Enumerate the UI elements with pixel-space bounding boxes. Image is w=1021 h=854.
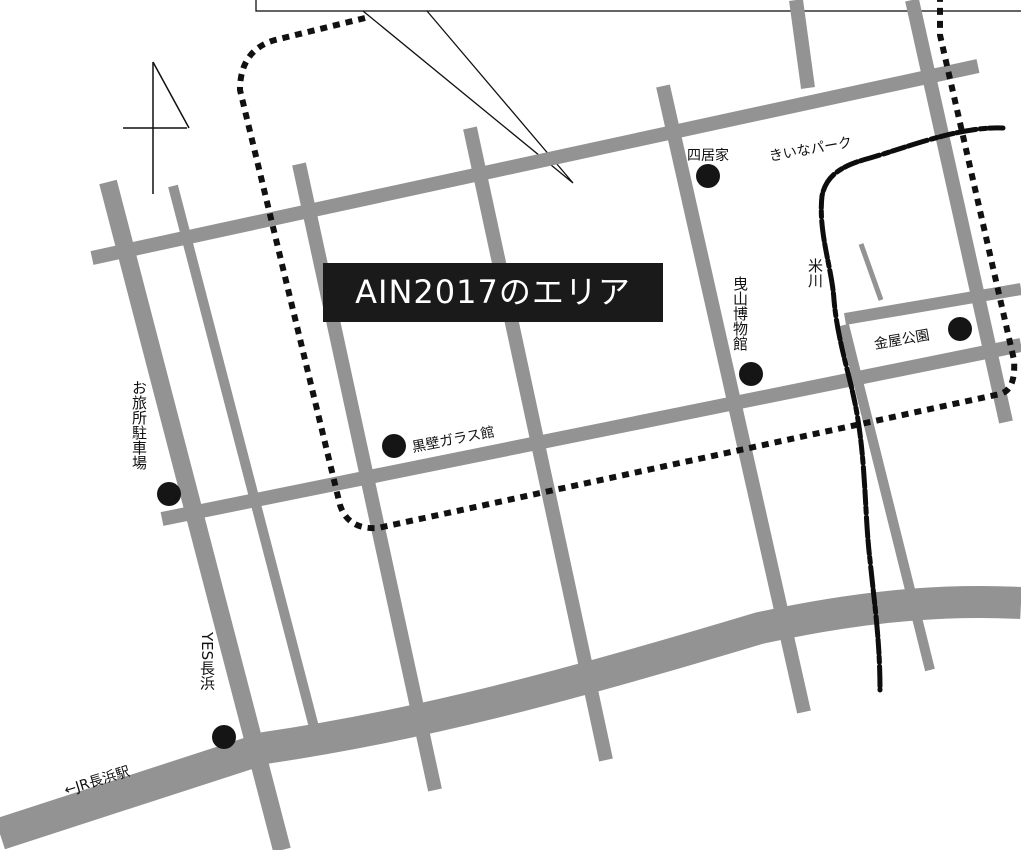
label-yotsui-ke: 四居家 <box>687 147 729 164</box>
label-yes-nagahama: YES長浜 <box>198 631 216 690</box>
road-main-highway <box>0 585 1021 850</box>
area-label: AIN2017のエリア <box>323 263 663 322</box>
marker-otabisho-parking <box>157 482 181 506</box>
road-central-street <box>463 126 613 762</box>
road-kurokabe-street <box>292 162 442 792</box>
road-east-street <box>905 0 1013 424</box>
label-hikiyama-museum: 曳山博物館 <box>731 276 749 351</box>
label-kiina-park: きいなパーク <box>768 135 854 165</box>
north-arrow-icon <box>123 61 190 194</box>
road-central-avenue <box>160 338 1021 526</box>
road-park-path <box>858 243 884 301</box>
road-western-main <box>99 179 291 853</box>
road-north-stub <box>789 0 815 89</box>
label-yonekawa: 米川 <box>806 258 824 288</box>
marker-hikiyama-museum <box>739 362 763 386</box>
callout-box <box>255 0 1021 12</box>
river-yonekawa <box>818 125 1006 693</box>
road-kanaya-street <box>843 283 1021 325</box>
marker-yotsui-ke <box>696 164 720 188</box>
label-kanaya-park: 金屋公園 <box>873 327 931 352</box>
road-northern-avenue <box>90 59 980 265</box>
marker-yes-nagahama <box>212 725 236 749</box>
marker-kanaya-park <box>948 317 972 341</box>
road-museum-street <box>656 84 811 714</box>
label-otabisho-parking: お旅所駐車場 <box>130 380 148 470</box>
road-west-lane <box>168 184 321 737</box>
ain2017-area-boundary <box>236 0 1018 532</box>
callout-pointer <box>362 10 574 184</box>
marker-kurokabe-glass <box>382 434 406 458</box>
road-river-lane <box>839 323 935 672</box>
